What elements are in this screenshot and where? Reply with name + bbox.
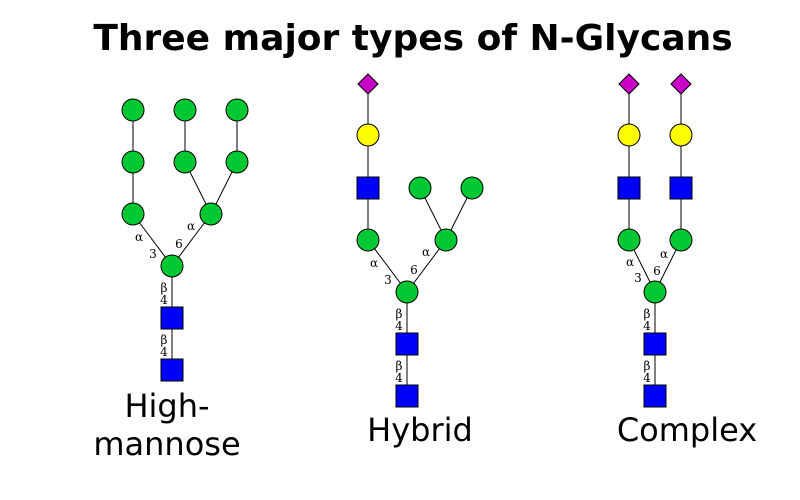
labels: α3α6β4β4High-mannoseα3α6β4β4Hybridα3α6β4… <box>93 219 757 463</box>
hybrid-linkage-label: 6 <box>410 263 418 277</box>
hybrid-mannose-circle-icon <box>434 228 458 252</box>
complex-mannose-circle-icon <box>643 280 667 304</box>
hybrid-neuac-diamond-icon <box>357 73 379 95</box>
high-mannose-glcnac-square-icon <box>160 358 184 382</box>
complex-galactose-circle-icon <box>669 123 693 147</box>
diagram-title: Three major types of N-Glycans <box>93 18 732 59</box>
high-mannose-type-label: High- <box>124 387 209 425</box>
hybrid-mannose-circle-icon <box>395 280 419 304</box>
high-mannose-mannose-circle-icon <box>173 98 197 122</box>
complex-mannose-circle-icon <box>669 228 693 252</box>
complex-neuac-diamond-icon <box>670 73 692 95</box>
hybrid-linkage-label: α <box>422 245 430 259</box>
complex-galactose-circle-icon <box>617 123 641 147</box>
complex-linkage-label: α <box>660 247 668 261</box>
high-mannose-mannose-circle-icon <box>121 202 145 226</box>
hybrid-glcnac-square-icon <box>395 332 419 356</box>
complex-linkage-label: 6 <box>653 264 661 278</box>
complex-linkage-label: 4 <box>643 319 651 333</box>
hybrid-linkage-label: α <box>370 256 378 270</box>
high-mannose-mannose-circle-icon <box>121 98 145 122</box>
high-mannose-mannose-circle-icon <box>121 150 145 174</box>
high-mannose-mannose-circle-icon <box>160 254 184 278</box>
hybrid-mannose-circle-icon <box>460 176 484 200</box>
complex-glcnac-square-icon <box>643 384 667 408</box>
high-mannose-linkage-label: β <box>161 333 168 347</box>
complex-neuac-diamond-icon <box>618 73 640 95</box>
hybrid-linkage-label: 4 <box>395 371 403 385</box>
complex-glcnac-square-icon <box>617 176 641 200</box>
hybrid-linkage-label: β <box>396 359 403 373</box>
high-mannose-mannose-circle-icon <box>225 98 249 122</box>
high-mannose-glcnac-square-icon <box>160 306 184 330</box>
high-mannose-mannose-circle-icon <box>173 150 197 174</box>
complex-mannose-circle-icon <box>617 228 641 252</box>
high-mannose-linkage-label: 3 <box>149 247 157 261</box>
complex-glcnac-square-icon <box>669 176 693 200</box>
hybrid-linkage-label: 4 <box>395 319 403 333</box>
high-mannose-mannose-circle-icon <box>225 150 249 174</box>
complex-linkage-label: α <box>626 255 634 269</box>
high-mannose-linkage-label: 6 <box>175 237 183 251</box>
complex-linkage-label: β <box>644 359 651 373</box>
hybrid-linkage-label: 3 <box>384 273 392 287</box>
complex-glcnac-square-icon <box>643 332 667 356</box>
high-mannose-type-label: mannose <box>93 425 240 463</box>
complex-type-label: Complex <box>617 411 757 449</box>
high-mannose-mannose-circle-icon <box>199 202 223 226</box>
high-mannose-linkage-label: α <box>135 230 143 244</box>
hybrid-type-label: Hybrid <box>367 411 473 449</box>
high-mannose-linkage-label: β <box>161 281 168 295</box>
hybrid-linkage-label: β <box>396 307 403 321</box>
complex-linkage-label: 3 <box>634 271 642 285</box>
high-mannose-linkage-label: 4 <box>160 345 168 359</box>
high-mannose-linkage-label: 4 <box>160 293 168 307</box>
hybrid-glcnac-square-icon <box>395 384 419 408</box>
complex-linkage-label: 4 <box>643 371 651 385</box>
hybrid-glcnac-square-icon <box>356 176 380 200</box>
hybrid-galactose-circle-icon <box>356 123 380 147</box>
residues <box>121 73 693 408</box>
hybrid-mannose-circle-icon <box>408 176 432 200</box>
hybrid-mannose-circle-icon <box>356 228 380 252</box>
high-mannose-linkage-label: α <box>187 219 195 233</box>
complex-linkage-label: β <box>644 307 651 321</box>
